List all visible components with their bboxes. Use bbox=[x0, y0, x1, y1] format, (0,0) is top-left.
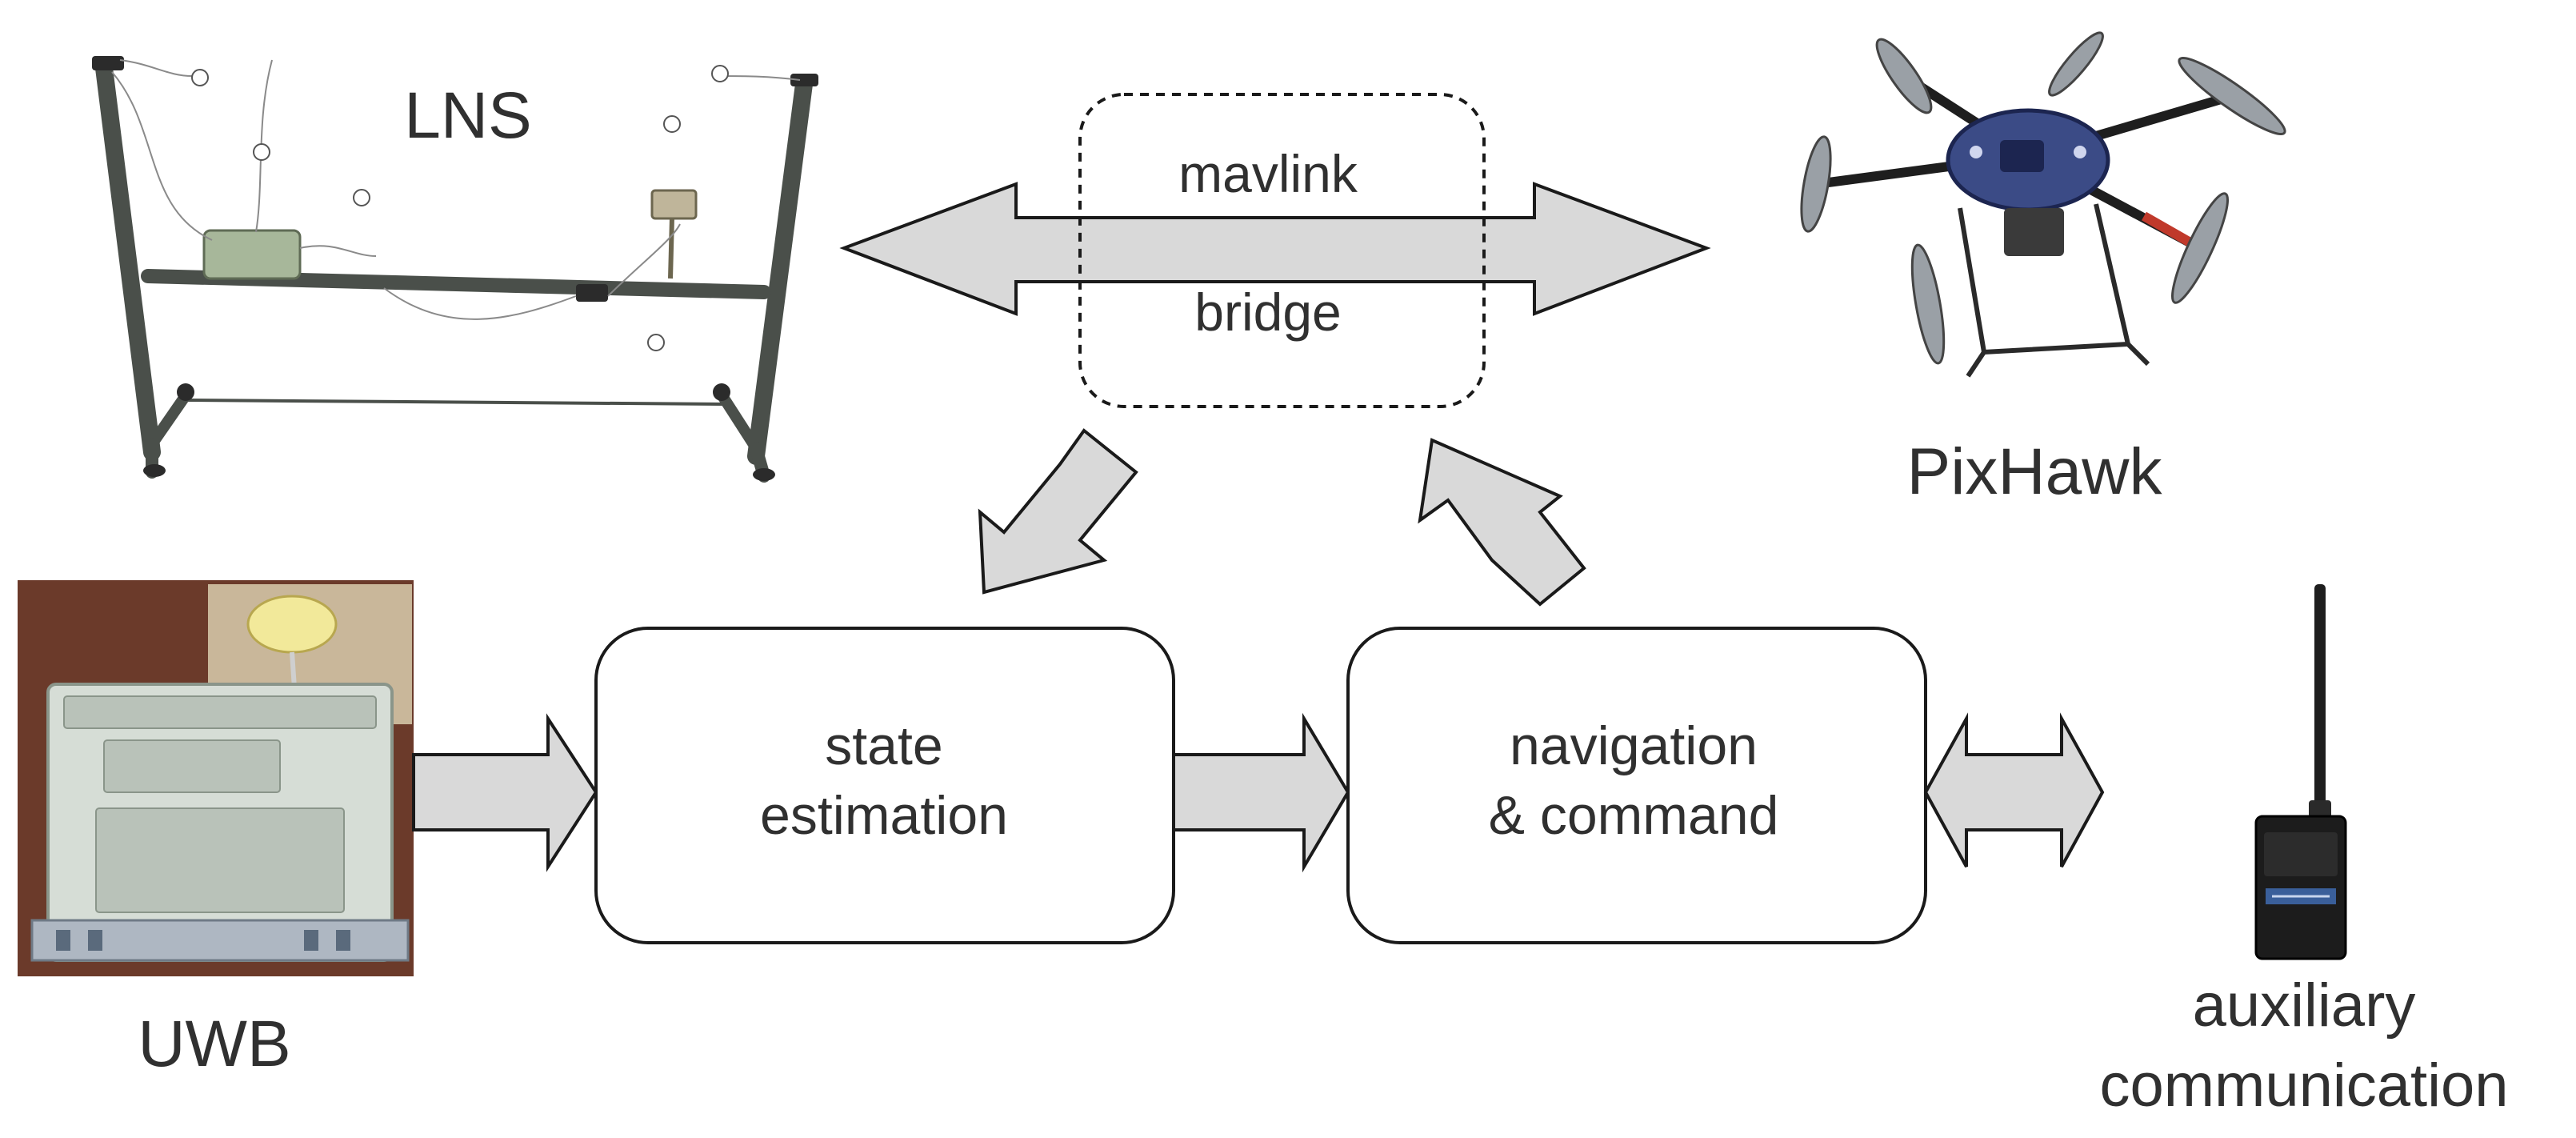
uwb-device-icon bbox=[18, 580, 414, 976]
radio-transmitter-icon bbox=[2254, 584, 2347, 960]
quadcopter-icon bbox=[1800, 31, 2286, 378]
mavlink-label: mavlink bbox=[1178, 144, 1358, 203]
state-estimation-label-line1: state bbox=[825, 715, 942, 776]
navigation-label-line2: & command bbox=[1489, 785, 1779, 846]
state-estimation-label-line2: estimation bbox=[760, 785, 1008, 846]
mavlink-bridge-arrow bbox=[839, 182, 1711, 316]
uwb-label: UWB bbox=[138, 1008, 290, 1080]
pixhawk-label: PixHawk bbox=[1907, 435, 2163, 508]
bridge-label: bridge bbox=[1194, 282, 1341, 342]
nav-to-bridge-arrow bbox=[1418, 438, 1586, 607]
navigation-label-line1: navigation bbox=[1510, 715, 1758, 776]
navigation-command-box bbox=[1346, 627, 1927, 944]
auxiliary-label-line1: auxiliary bbox=[2193, 972, 2416, 1040]
uwb-to-state-arrow bbox=[412, 713, 598, 872]
lns-label: LNS bbox=[404, 79, 532, 152]
nav-aux-double-arrow bbox=[1923, 712, 2105, 868]
lns-frame-icon bbox=[92, 56, 818, 483]
state-to-nav-arrow bbox=[1172, 712, 1350, 873]
auxiliary-label-line2: communication bbox=[2099, 1052, 2508, 1120]
bridge-to-state-arrow bbox=[978, 428, 1138, 595]
bridge-dashed-box bbox=[1078, 93, 1486, 408]
